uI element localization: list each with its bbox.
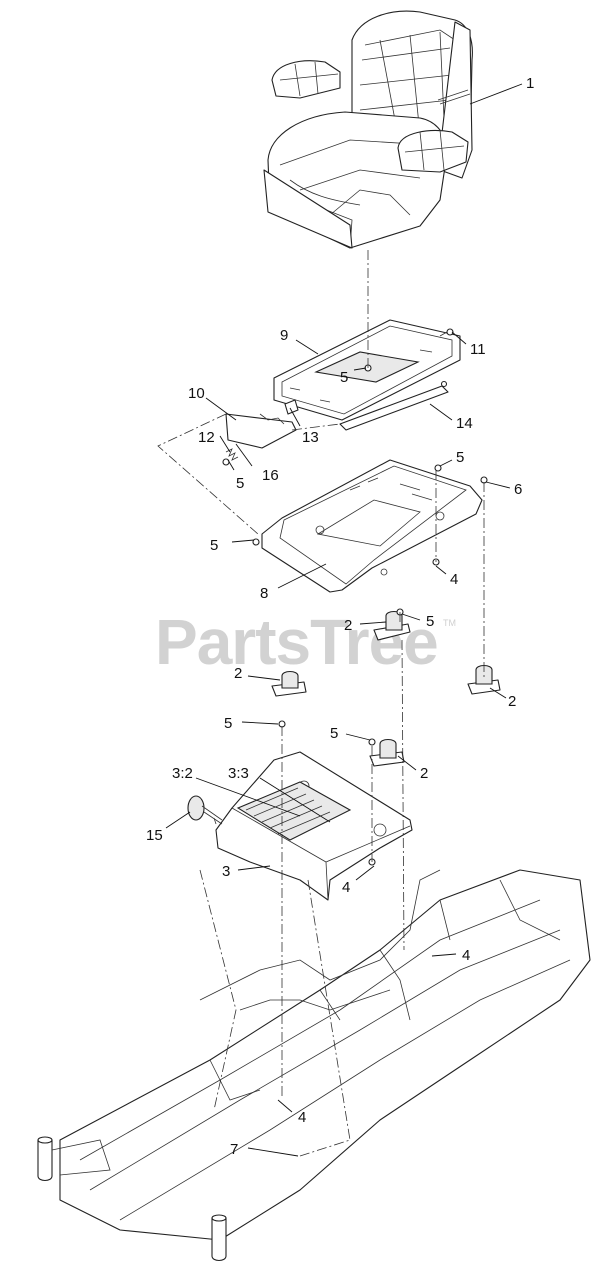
callout-2b: 2	[234, 665, 242, 682]
callout-5e: 5	[426, 613, 434, 630]
mount-part-2d[interactable]	[369, 738, 405, 767]
callout-7: 7	[230, 1141, 238, 1158]
callout-5b: 5	[236, 475, 244, 492]
callout-labels: 1 9 11 5 10 13 14 12 16 5 5 6 5 4 8 2 5 …	[146, 75, 534, 1158]
callout-5f: 5	[224, 715, 232, 732]
seat-base-part[interactable]	[261, 459, 483, 593]
callout-10: 10	[188, 385, 205, 402]
bolt-part-11[interactable]	[439, 328, 454, 337]
callout-5d: 5	[210, 537, 218, 554]
mount-part-2b[interactable]	[271, 670, 307, 697]
callout-15: 15	[146, 827, 163, 844]
callout-4d: 4	[298, 1109, 306, 1126]
callout-2a: 2	[344, 617, 352, 634]
callout-5c: 5	[456, 449, 464, 466]
callout-16: 16	[262, 467, 279, 484]
watermark-trademark: TM	[443, 618, 456, 628]
leader-lines	[165, 83, 523, 1157]
callout-4a: 4	[450, 571, 458, 588]
assembly-lines	[157, 250, 485, 1157]
callout-13: 13	[302, 429, 319, 446]
callout-4b: 4	[342, 879, 350, 896]
callout-4c: 4	[462, 947, 470, 964]
bracket-part[interactable]	[225, 413, 297, 449]
callout-9: 9	[280, 327, 288, 344]
callout-2c: 2	[508, 693, 516, 710]
callout-5a: 5	[340, 369, 348, 386]
callout-3: 3	[222, 863, 230, 880]
callout-6: 6	[514, 481, 522, 498]
clip-part-13[interactable]	[284, 399, 299, 415]
spring-part-12[interactable]	[225, 448, 239, 461]
callout-3-2: 3:2	[172, 765, 193, 782]
chassis-frame	[37, 869, 591, 1262]
callout-5g: 5	[330, 725, 338, 742]
callout-8: 8	[260, 585, 268, 602]
slide-rail-part[interactable]	[339, 380, 449, 431]
callout-11: 11	[470, 341, 486, 358]
callout-2d: 2	[420, 765, 428, 782]
switch-part-15[interactable]	[187, 795, 223, 825]
seat-part[interactable]	[263, 10, 473, 249]
callout-1: 1	[526, 75, 534, 92]
callout-12: 12	[198, 429, 215, 446]
callout-3-3: 3:3	[228, 765, 249, 782]
mount-part-2c[interactable]	[467, 664, 501, 695]
callout-14: 14	[456, 415, 473, 432]
